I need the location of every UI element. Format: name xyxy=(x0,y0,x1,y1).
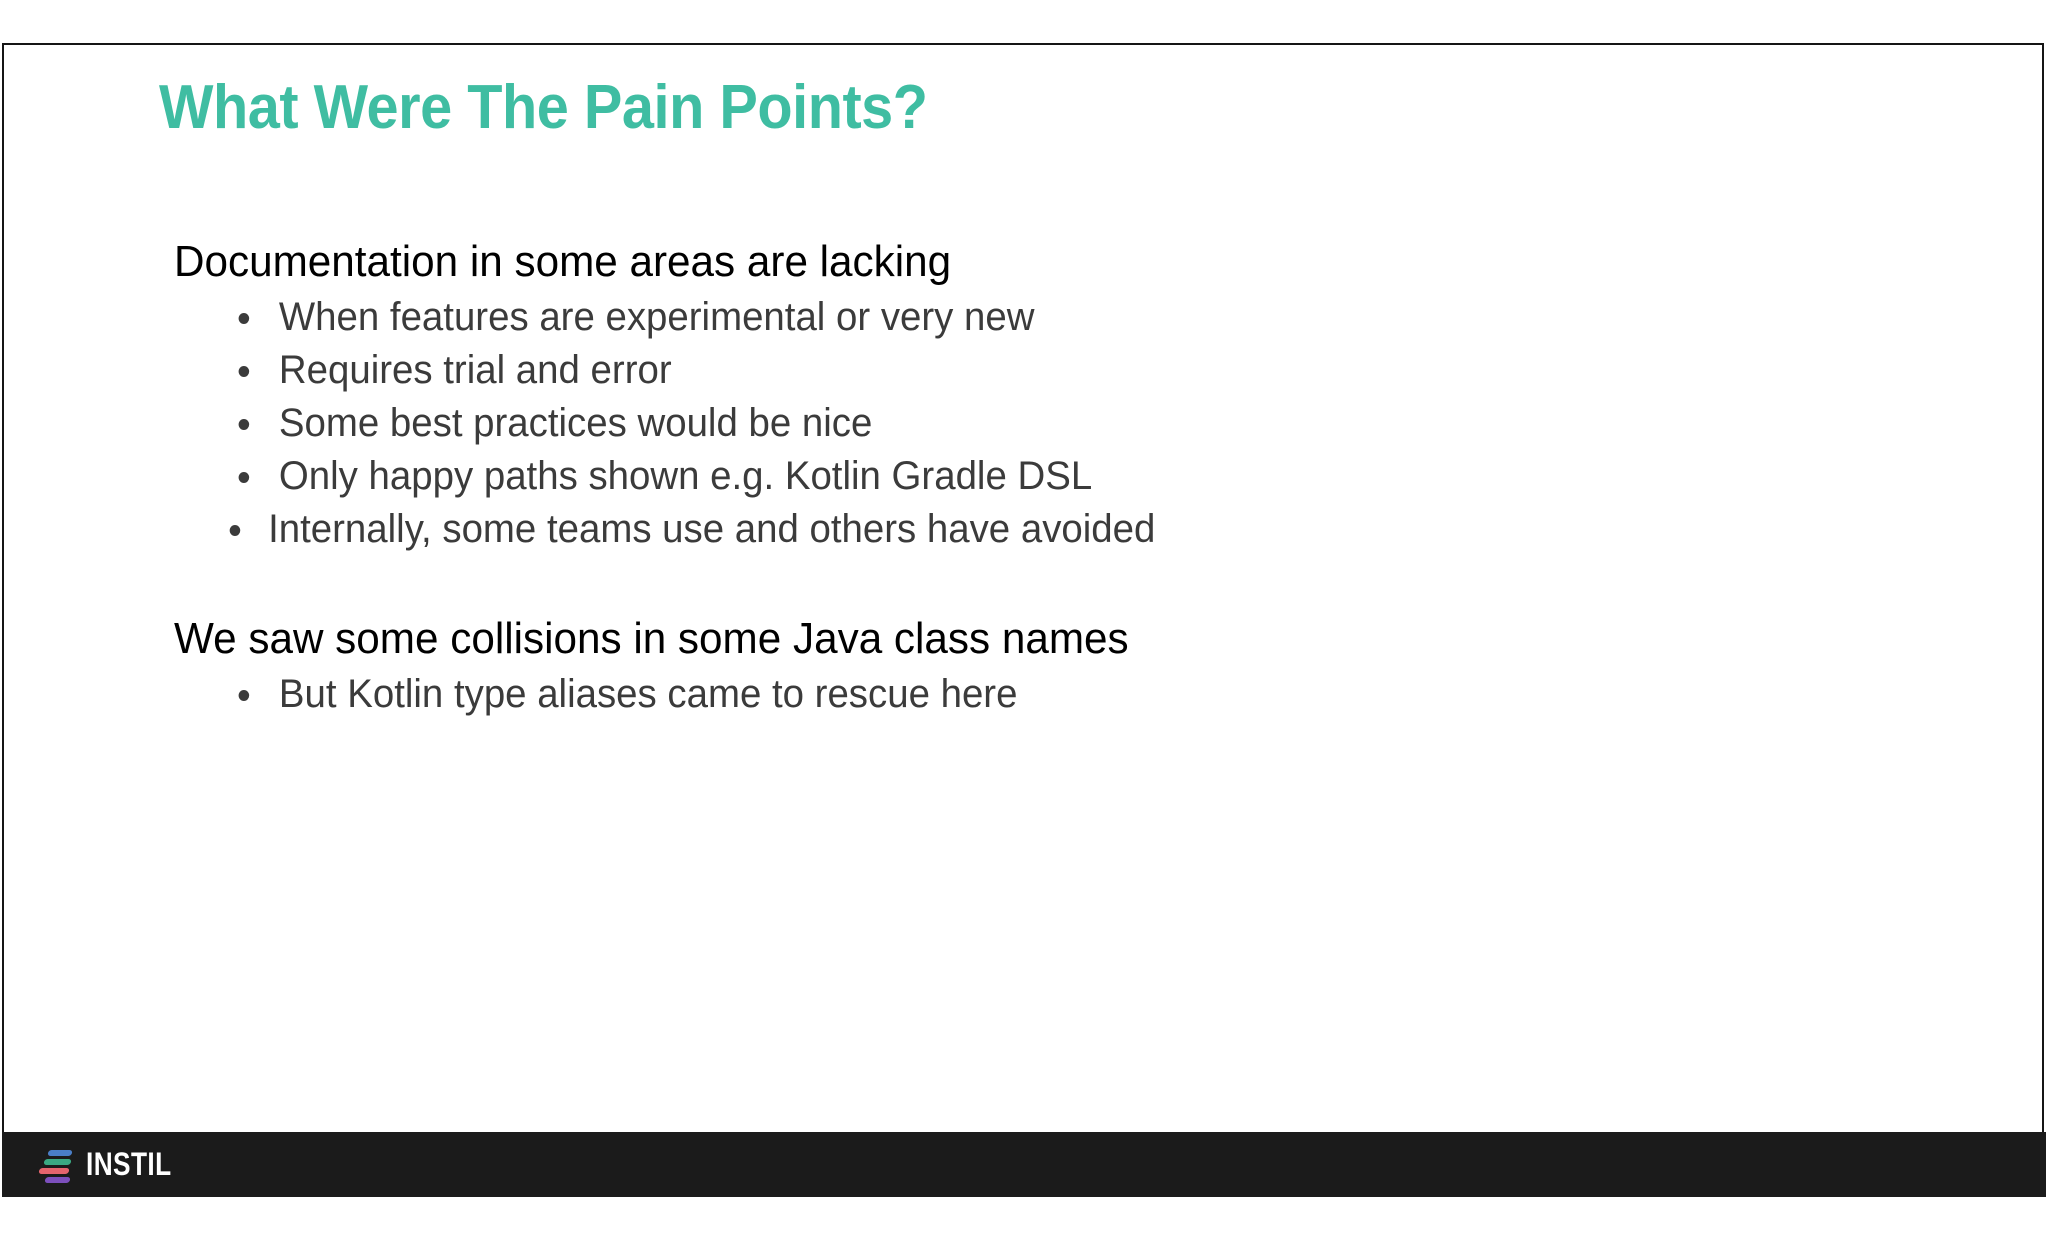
list-item: When features are experimental or very n… xyxy=(229,297,1904,337)
sub-list-item: Internally, some teams use and others ha… xyxy=(222,509,1904,549)
bullet-icon xyxy=(238,419,250,430)
bullet-icon xyxy=(238,472,250,483)
page-title: What Were The Pain Points? xyxy=(159,73,928,142)
logo-bar-blue xyxy=(47,1149,73,1156)
brand-logo: INSTIL xyxy=(38,1146,190,1183)
logo-bar-purple xyxy=(44,1176,71,1183)
bullet-icon xyxy=(238,690,250,701)
list-item-label: When features are experimental or very n… xyxy=(278,295,1035,339)
slide-footer: INSTIL xyxy=(2,1132,2046,1197)
bullet-icon xyxy=(238,366,250,377)
content-group: Documentation in some areas are lacking … xyxy=(174,237,1974,550)
logo-bar-red xyxy=(38,1167,70,1174)
list-item: Only happy paths shown e.g. Kotlin Gradl… xyxy=(229,456,1904,496)
content-group: We saw some collisions in some Java clas… xyxy=(174,614,1974,715)
list-item-label: Only happy paths shown e.g. Kotlin Gradl… xyxy=(278,454,1093,498)
slide-body: Documentation in some areas are lacking … xyxy=(174,237,1974,715)
list-item-label: Some best practices would be nice xyxy=(278,401,873,445)
list-item-label: But Kotlin type aliases came to rescue h… xyxy=(278,672,1018,716)
brand-name-label: INSTIL xyxy=(86,1146,172,1182)
list-item: But Kotlin type aliases came to rescue h… xyxy=(229,674,1904,714)
slide-canvas: What Were The Pain Points? Documentation… xyxy=(2,43,2044,1197)
list-item: Some best practices would be nice xyxy=(229,403,1904,443)
section-heading: Documentation in some areas are lacking xyxy=(174,237,952,286)
instil-logo-icon xyxy=(38,1148,74,1183)
logo-bar-green xyxy=(43,1158,72,1165)
bullet-list: But Kotlin type aliases came to rescue h… xyxy=(174,674,1974,714)
sub-list-item-label: Internally, some teams use and others ha… xyxy=(268,507,1156,551)
bullet-icon xyxy=(238,313,250,324)
list-item: Requires trial and error xyxy=(229,350,1904,390)
section-heading: We saw some collisions in some Java clas… xyxy=(174,614,1129,663)
sub-bullet-list: Internally, some teams use and others ha… xyxy=(174,509,1974,549)
bullet-list: When features are experimental or very n… xyxy=(174,297,1974,549)
bullet-icon xyxy=(229,525,241,536)
list-item-label: Requires trial and error xyxy=(278,348,672,392)
